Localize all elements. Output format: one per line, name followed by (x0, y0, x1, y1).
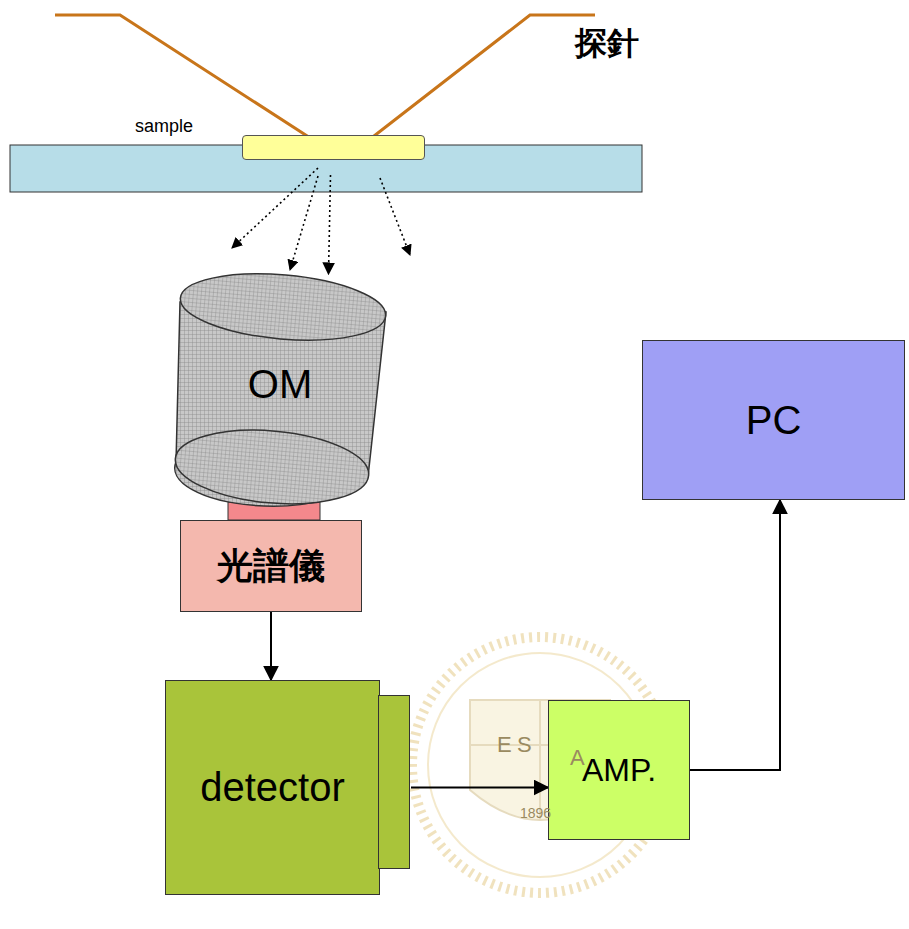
light-ray (232, 168, 318, 248)
watermark-logo (412, 637, 668, 893)
detector-box: detector (165, 680, 380, 895)
node-label: detector (200, 765, 345, 810)
watermark-year: 1896 (520, 805, 551, 821)
watermark-letter: A (570, 745, 585, 771)
spectrometer-box: 光譜儀 (180, 520, 362, 612)
node-label: PC (746, 398, 802, 443)
sample-box: sample (242, 135, 425, 160)
node-label: OM (248, 362, 312, 407)
watermark-letter: E (497, 732, 512, 758)
node-label: 光譜儀 (217, 542, 325, 591)
amplifier-box: AMP. (548, 700, 690, 840)
node-label: sample (135, 116, 193, 137)
probe-right (365, 15, 595, 143)
signal-arrow (690, 500, 780, 770)
light-ray (290, 176, 318, 270)
computer-box: PC (642, 340, 905, 500)
detector-window (378, 695, 410, 869)
probe-label: 探針 (575, 22, 639, 66)
node-label: AMP. (582, 752, 656, 789)
microscope: OM (168, 262, 392, 508)
probe-left (55, 15, 318, 143)
watermark-letter: S (517, 732, 532, 758)
signal-arrow (411, 787, 548, 789)
signal-arrow (270, 612, 272, 680)
light-ray (329, 175, 331, 274)
light-ray (380, 178, 410, 255)
